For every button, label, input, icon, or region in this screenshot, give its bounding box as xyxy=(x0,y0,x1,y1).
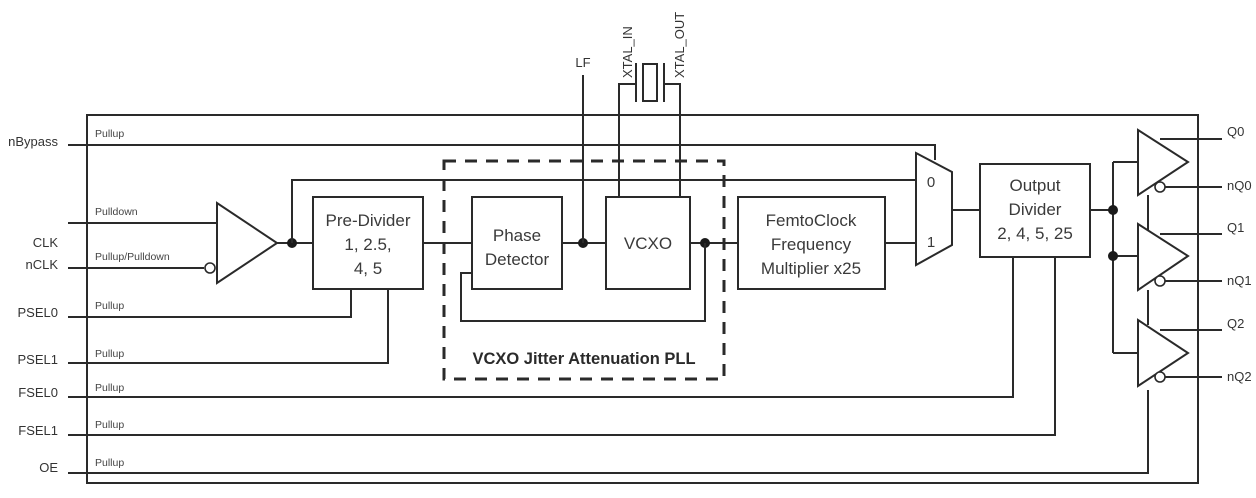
pin-attr-clk: Pulldown xyxy=(95,206,138,218)
pre-divider-title: Pre-Divider xyxy=(325,211,410,230)
pll-group-label: VCXO Jitter Attenuation PLL xyxy=(472,350,695,368)
wire-psel0 xyxy=(68,289,352,318)
pin-attr-nclk: Pullup/Pulldown xyxy=(95,251,170,263)
inverting-bubble-nq2 xyxy=(1154,371,1166,383)
pin-label-oe: OE xyxy=(39,460,58,475)
pin-label-nclk: nCLK xyxy=(25,257,58,272)
inverting-bubble-nq0 xyxy=(1154,181,1166,193)
input-fsel0: FSEL0 Pullup xyxy=(18,257,1014,400)
pll-group-outline xyxy=(442,159,726,381)
pin-label-fsel0: FSEL0 xyxy=(18,385,58,400)
pin-label-q0: Q0 xyxy=(1227,124,1244,139)
pin-label-nbypass: nBypass xyxy=(8,134,58,149)
pin-label-q1: Q1 xyxy=(1227,220,1244,235)
multiplier-line1: FemtoClock xyxy=(766,211,857,230)
pin-label-clk: CLK xyxy=(33,235,59,250)
wire-oe xyxy=(68,390,1149,474)
output-divider-line2: Divider xyxy=(1009,200,1062,219)
mux-input-1-label: 1 xyxy=(927,234,935,251)
multiplier-line2: Frequency xyxy=(771,235,852,254)
pre-divider-ratios-line1: 1, 2.5, xyxy=(344,235,391,254)
output-buffer-0 xyxy=(1137,128,1222,197)
wire-nbypass xyxy=(68,144,936,160)
output-divider-line3: 2, 4, 5, 25 xyxy=(997,224,1073,243)
phase-detector-block xyxy=(471,196,563,290)
pin-label-q2: Q2 xyxy=(1227,316,1244,331)
wire-fsel1 xyxy=(68,257,1056,436)
pre-divider-block xyxy=(312,196,424,290)
junction-dot-bus-top xyxy=(1108,205,1118,215)
input-psel0: PSEL0 Pullup xyxy=(18,289,352,320)
vcxo-block xyxy=(605,196,691,290)
inverting-bubble-nq1 xyxy=(1154,275,1166,287)
output-divider-block xyxy=(979,163,1091,258)
pre-divider-ratios-line2: 4, 5 xyxy=(354,259,382,278)
pin-attr-nbypass: Pullup xyxy=(95,128,124,140)
output-divider-line1: Output xyxy=(1009,176,1060,195)
input-nbypass: nBypass Pullup xyxy=(8,128,936,160)
bypass-mux xyxy=(915,151,953,267)
wire-feedback-loop xyxy=(460,243,706,322)
phase-detector-line1: Phase xyxy=(493,226,541,245)
crystal-icon xyxy=(642,63,658,102)
output-buffer-0-triangle xyxy=(1137,128,1190,197)
pin-label-psel1: PSEL1 xyxy=(18,352,58,367)
chip-outline xyxy=(86,114,1199,484)
output-buffer-2-triangle xyxy=(1137,318,1190,388)
input-buffer xyxy=(216,201,279,285)
mux-input-0-label: 0 xyxy=(927,174,935,191)
pin-attr-oe: Pullup xyxy=(95,457,124,469)
pin-attr-fsel1: Pullup xyxy=(95,419,124,431)
pin-attr-psel0: Pullup xyxy=(95,300,124,312)
wire-xtal-in xyxy=(618,83,636,197)
pin-label-lf: LF xyxy=(575,55,590,70)
pin-label-nq1: nQ1 xyxy=(1227,273,1252,288)
pin-label-fsel1: FSEL1 xyxy=(18,423,58,438)
multiplier-line3: Multiplier x25 xyxy=(761,259,861,278)
output-buffer-1 xyxy=(1137,222,1222,292)
pin-label-xtal-in: XTAL_IN xyxy=(620,26,635,78)
pin-label-nq0: nQ0 xyxy=(1227,178,1252,193)
inverting-bubble-nclk xyxy=(204,262,216,274)
pin-label-xtal-out: XTAL_OUT xyxy=(672,12,687,78)
wire-xtal-out xyxy=(664,83,681,197)
pin-label-psel0: PSEL0 xyxy=(18,305,58,320)
pin-attr-fsel0: Pullup xyxy=(95,382,124,394)
wire-psel1 xyxy=(68,289,389,364)
input-psel1: PSEL1 Pullup xyxy=(18,289,389,367)
vcxo-label: VCXO xyxy=(624,234,672,253)
input-fsel1: FSEL1 Pullup xyxy=(18,257,1056,438)
wire-bypass-path xyxy=(291,179,920,243)
pin-attr-psel1: Pullup xyxy=(95,348,124,360)
input-clk: CLK Pulldown xyxy=(33,206,218,250)
input-oe: OE Pullup xyxy=(39,390,1149,475)
junction-dot-bus-mid xyxy=(1108,251,1118,261)
wire-fsel0 xyxy=(68,257,1014,398)
output-buffer-1-triangle xyxy=(1137,222,1190,292)
phase-detector-line2: Detector xyxy=(485,250,550,269)
pin-label-nq2: nQ2 xyxy=(1227,369,1252,384)
output-buffer-2 xyxy=(1137,318,1222,388)
input-nclk: nCLK Pullup/Pulldown xyxy=(25,251,204,272)
